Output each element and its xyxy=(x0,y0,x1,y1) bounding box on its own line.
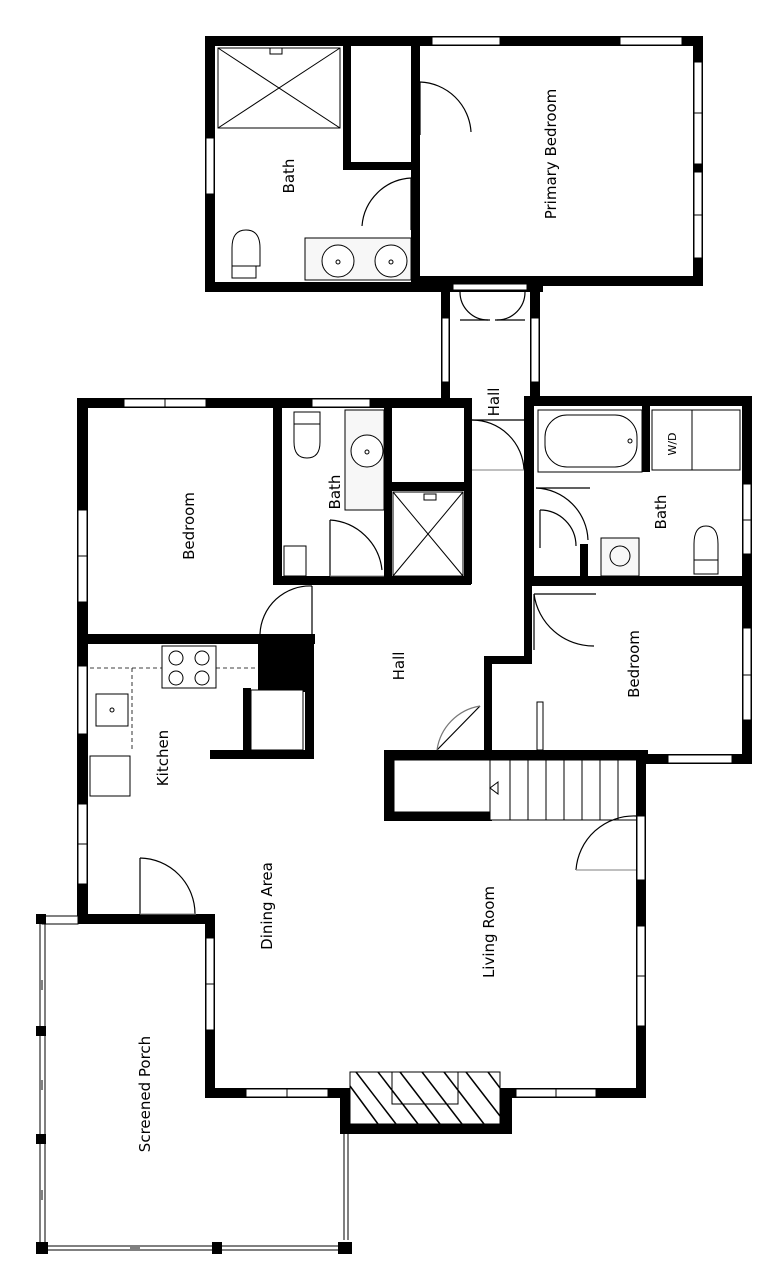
room-labels: Primary Bedroom Bath Hall Bedroom Bath B… xyxy=(136,89,679,1152)
label-upper-hall: Hall xyxy=(485,388,503,417)
connector-hall xyxy=(441,283,540,402)
kitchen-walls xyxy=(77,634,314,924)
primary-suite xyxy=(205,36,703,292)
label-bedroom-left: Bedroom xyxy=(180,492,198,560)
label-bath-right: Bath xyxy=(652,495,670,530)
label-bath-center: Bath xyxy=(326,475,344,510)
label-primary-bath: Bath xyxy=(280,159,298,194)
fireplace xyxy=(340,1071,512,1134)
label-living-room: Living Room xyxy=(480,886,498,978)
screened-porch xyxy=(36,914,352,1254)
right-bath xyxy=(524,396,752,764)
label-kitchen: Kitchen xyxy=(154,730,172,786)
label-dining-area: Dining Area xyxy=(258,862,276,950)
staircase xyxy=(384,752,639,821)
label-laundry: W/D xyxy=(666,432,679,455)
label-primary-bedroom: Primary Bedroom xyxy=(542,89,560,220)
living-dining-walls xyxy=(205,758,646,1098)
label-bedroom-right: Bedroom xyxy=(625,630,643,698)
label-screened-porch: Screened Porch xyxy=(136,1036,154,1152)
bedroom-left-walls xyxy=(77,398,471,918)
bedroom-right-walls xyxy=(384,586,752,764)
label-main-hall: Hall xyxy=(390,652,408,681)
center-bath xyxy=(273,398,525,585)
